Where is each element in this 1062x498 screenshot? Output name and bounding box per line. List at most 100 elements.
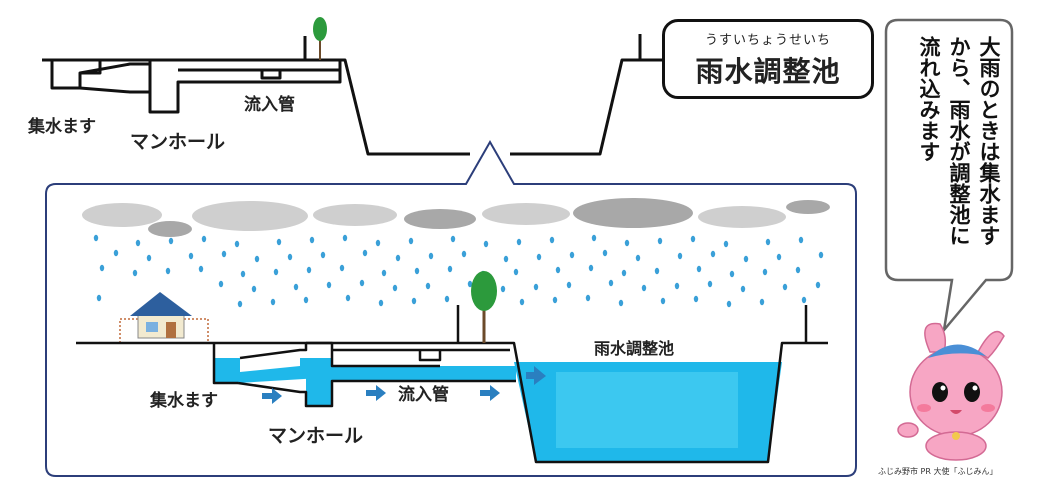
top-ground-left — [42, 58, 470, 156]
title-main: 雨水調整池 — [695, 55, 841, 88]
speech-bubble — [884, 18, 1014, 335]
cloud — [148, 221, 192, 237]
title-ruby: うすいちょうせいち — [704, 33, 831, 48]
rain-drop — [326, 281, 332, 289]
rain-drop — [696, 265, 702, 273]
cloud — [313, 204, 397, 226]
rain-drop — [674, 282, 680, 290]
top-label-catch-basin: 集水ます — [27, 116, 96, 137]
rain-drop — [201, 235, 207, 243]
rain-drop — [602, 249, 608, 257]
rain-drop — [237, 300, 243, 308]
cloud — [192, 201, 308, 231]
rain-drop — [516, 238, 522, 246]
rain-drop — [608, 279, 614, 287]
detail-manhole — [306, 341, 440, 368]
rain-drop — [188, 252, 194, 260]
detail-label-catch-basin: 集水ます — [149, 390, 218, 411]
mascot-caption: ふじみ野市 PR 大使「ふじみん」 — [878, 467, 998, 476]
rain-drop — [411, 297, 417, 305]
rain-drop — [461, 250, 467, 258]
rain-drop — [467, 280, 473, 288]
rain-drop — [818, 251, 824, 259]
flow-arrow — [262, 388, 282, 404]
rain-drop — [588, 264, 594, 272]
rain-drop — [273, 268, 279, 276]
rain-drop — [569, 251, 575, 259]
flow-arrow — [526, 366, 546, 385]
rain-drop — [378, 299, 384, 307]
rain-drop — [552, 296, 558, 304]
pond-title-box: うすいちょうせいち 雨水調整池 — [662, 19, 874, 99]
rain-drop — [693, 295, 699, 303]
flow-arrow — [366, 385, 386, 401]
rain-drop — [306, 266, 312, 274]
rain-drop — [339, 264, 345, 272]
cloud — [404, 209, 476, 229]
rain-drop — [536, 253, 542, 261]
rain-drop — [303, 296, 309, 304]
rain-drop — [392, 284, 398, 292]
top-label-inflow-pipe: 流入管 — [244, 94, 295, 115]
rain-drop — [135, 239, 141, 247]
rain-drop — [500, 285, 506, 293]
rain-drop — [591, 234, 597, 242]
rain-drop — [165, 267, 171, 275]
rain-drop — [93, 234, 99, 242]
rain-drop — [408, 237, 414, 245]
rain-drop — [690, 235, 696, 243]
rain-drop — [815, 281, 821, 289]
clouds — [82, 198, 830, 237]
flow-arrow — [480, 385, 500, 401]
flow-arrows — [262, 366, 546, 404]
rain-drop — [414, 267, 420, 275]
rain-drop — [762, 268, 768, 276]
detail-tree — [471, 271, 497, 343]
rain-drop — [447, 265, 453, 273]
rain-drop — [345, 294, 351, 302]
rain-drop — [726, 300, 732, 308]
top-tree — [313, 17, 327, 60]
rain-drop — [168, 237, 174, 245]
rain-drop — [309, 236, 315, 244]
detail-pipe-outlet — [418, 350, 442, 362]
rain-drop — [359, 279, 365, 287]
cloud — [698, 206, 786, 228]
top-catch-basin — [50, 60, 102, 90]
rain-drop — [635, 254, 641, 262]
top-pipe-lower — [79, 86, 150, 94]
rain-drop — [450, 235, 456, 243]
top-ground-right — [510, 58, 662, 156]
rain-drop — [320, 251, 326, 259]
bubble-line-2: から、雨水が調整池に — [947, 36, 972, 246]
cloud — [482, 203, 570, 225]
water-pipe — [332, 366, 516, 381]
rain-drop — [444, 295, 450, 303]
rain-drop — [483, 240, 489, 248]
detail-catch-basin — [212, 343, 238, 385]
rain-drop — [519, 298, 525, 306]
cloud — [786, 200, 830, 214]
rain-drop — [251, 285, 257, 293]
rain-drop — [375, 239, 381, 247]
rain-drop — [621, 269, 627, 277]
top-cross-section — [42, 34, 662, 156]
rain-drop — [96, 294, 102, 302]
rain-drop — [381, 269, 387, 277]
rain-drop — [641, 284, 647, 292]
rain-drop — [677, 252, 683, 260]
rain-drop — [555, 266, 561, 274]
top-manhole — [148, 60, 342, 114]
rain-drop — [776, 253, 782, 261]
rain-drop — [759, 298, 765, 306]
rain-drop — [293, 283, 299, 291]
water-pond-inner — [556, 372, 738, 448]
rain-drop — [710, 250, 716, 258]
rain-drop — [740, 285, 746, 293]
rain-drop — [240, 270, 246, 278]
detail-label-inflow-pipe: 流入管 — [398, 384, 449, 405]
rain-drop — [585, 294, 591, 302]
rain-drop — [618, 299, 624, 307]
bubble-line-1: 大雨のときは集水ます — [977, 36, 1002, 246]
